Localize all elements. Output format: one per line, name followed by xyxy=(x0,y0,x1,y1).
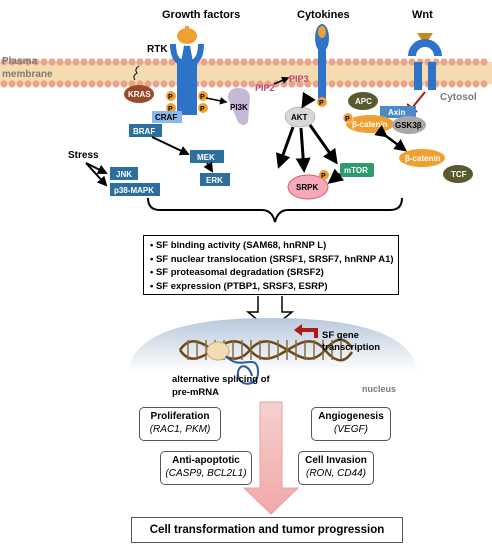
wnt-label: Wnt xyxy=(412,9,433,21)
svg-text:APC: APC xyxy=(355,97,372,106)
apc-node: APC xyxy=(348,92,378,110)
svg-text:Axin: Axin xyxy=(388,108,405,117)
craf-node: CRAF xyxy=(152,111,182,123)
plasma-membrane xyxy=(0,58,492,88)
svg-text:β-catenin: β-catenin xyxy=(352,120,388,129)
cytokines-label: Cytokines xyxy=(297,9,350,21)
svg-text:P: P xyxy=(321,173,326,180)
anti-apoptotic-genes: (CASP9, BCL2L1) xyxy=(165,468,247,479)
svg-text:KRAS: KRAS xyxy=(128,90,151,99)
kras-anchor xyxy=(133,65,140,81)
proliferation-genes: (RAC1, PKM) xyxy=(149,424,211,435)
rtk-receptor xyxy=(170,43,204,115)
cytosol-label: Cytosol xyxy=(440,92,477,103)
svg-text:AKT: AKT xyxy=(291,113,308,122)
svg-text:P: P xyxy=(200,106,205,113)
sf-effect-item: • SF proteasomal degradation (SRSF2) xyxy=(150,267,324,278)
cytokine-receptor: P xyxy=(315,24,329,107)
svg-text:p38-MAPK: p38-MAPK xyxy=(114,186,154,195)
growth-factor-ligand xyxy=(177,26,197,44)
akt-node: AKT xyxy=(284,106,316,128)
erk-node: ERK xyxy=(200,173,230,186)
svg-text:BRAF: BRAF xyxy=(133,127,155,136)
spliceosome xyxy=(206,341,230,361)
sf-gene-label-2: transcription xyxy=(322,342,380,353)
pre-mrna-strand xyxy=(225,355,260,385)
wnt-receptor xyxy=(406,33,442,113)
gsk3b-node: GSK3β xyxy=(392,116,426,134)
pip2-to-pip3-arrow xyxy=(273,76,290,85)
svg-text:P: P xyxy=(168,106,173,113)
convergence-brace xyxy=(147,197,403,223)
jnk-node: JNK xyxy=(110,167,138,180)
pi3k-node: PI3K xyxy=(228,88,250,125)
svg-text:JNK: JNK xyxy=(116,170,132,179)
srpk-node: SRPK P xyxy=(287,170,329,200)
svg-text:PI3K: PI3K xyxy=(230,103,248,112)
cell-invasion-title: Cell Invasion xyxy=(305,455,367,466)
wnt-bidirectional-arrow xyxy=(374,125,408,152)
svg-text:MEK: MEK xyxy=(197,153,215,162)
plasma-label-1: Plasma xyxy=(2,56,37,67)
svg-text:SRPK: SRPK xyxy=(296,183,318,192)
proliferation-title: Proliferation xyxy=(150,411,210,422)
outcome-arrow xyxy=(242,401,300,515)
pip3-label: PIP3 xyxy=(289,74,309,84)
svg-text:CRAF: CRAF xyxy=(155,113,177,122)
transcription-arrow xyxy=(300,328,318,338)
kras-node: KRAS xyxy=(124,85,154,103)
mapk-arrows xyxy=(85,136,214,187)
rtk-label: RTK xyxy=(147,44,168,55)
svg-text:GSK3β: GSK3β xyxy=(395,121,422,130)
tcf-node: TCF xyxy=(443,165,473,183)
svg-text:P: P xyxy=(168,94,173,101)
akt-arrows xyxy=(275,91,345,184)
svg-text:β-catenin: β-catenin xyxy=(405,154,441,163)
angiogenesis-title: Angiogenesis xyxy=(318,411,384,422)
p38-mapk-node: p38-MAPK xyxy=(110,183,160,196)
stress-label: Stress xyxy=(68,150,99,161)
axin-node: Axin xyxy=(380,106,416,118)
svg-text:P: P xyxy=(200,94,205,101)
angiogenesis-genes: (VEGF) xyxy=(334,424,368,435)
svg-text:TCF: TCF xyxy=(451,170,467,179)
anti-apoptotic-box: Anti-apoptotic (CASP9, BCL2L1) xyxy=(160,451,252,485)
sf-effect-item: • SF binding activity (SAM68, hnRNP L) xyxy=(150,240,327,251)
svg-text:P: P xyxy=(345,116,350,123)
svg-text:P: P xyxy=(319,100,324,107)
final-outcome-box: Cell transformation and tumor progressio… xyxy=(131,517,403,543)
svg-text:mTOR: mTOR xyxy=(344,166,368,175)
pip2-label: PIP2 xyxy=(255,83,275,93)
growth-factors-label: Growth factors xyxy=(162,9,240,21)
cell-invasion-box: Cell Invasion (RON, CD44) xyxy=(298,451,374,485)
free-beta-catenin-node: β-catenin xyxy=(399,149,445,167)
cell-invasion-genes: (RON, CD44) xyxy=(305,468,366,479)
splicing-label-1: alternative splicing of xyxy=(172,374,270,385)
mek-node: MEK xyxy=(190,150,224,163)
angiogenesis-box: Angiogenesis (VEGF) xyxy=(311,407,391,441)
plasma-label-2: membrane xyxy=(2,69,53,80)
sf-effects-box: • SF binding activity (SAM68, hnRNP L) •… xyxy=(143,235,399,295)
anti-apoptotic-title: Anti-apoptotic xyxy=(172,455,240,466)
sf-effect-item: • SF expression (PTBP1, SRSF3, ESRP) xyxy=(150,280,328,292)
proliferation-box: Proliferation (RAC1, PKM) xyxy=(139,407,221,441)
mtor-node: mTOR xyxy=(340,163,374,177)
sf-gene-label-1: SF gene xyxy=(322,330,359,341)
splicing-label-2: pre-mRNA xyxy=(172,387,219,398)
nucleus-label: nucleus xyxy=(362,384,396,394)
sf-effect-item: • SF nuclear translocation (SRSF1, SRSF7… xyxy=(150,253,394,265)
braf-node: BRAF xyxy=(129,124,162,137)
svg-text:ERK: ERK xyxy=(206,176,223,185)
rtk-phospho: P P P P xyxy=(166,91,208,113)
rtk-to-pi3k-arrow xyxy=(205,97,228,105)
